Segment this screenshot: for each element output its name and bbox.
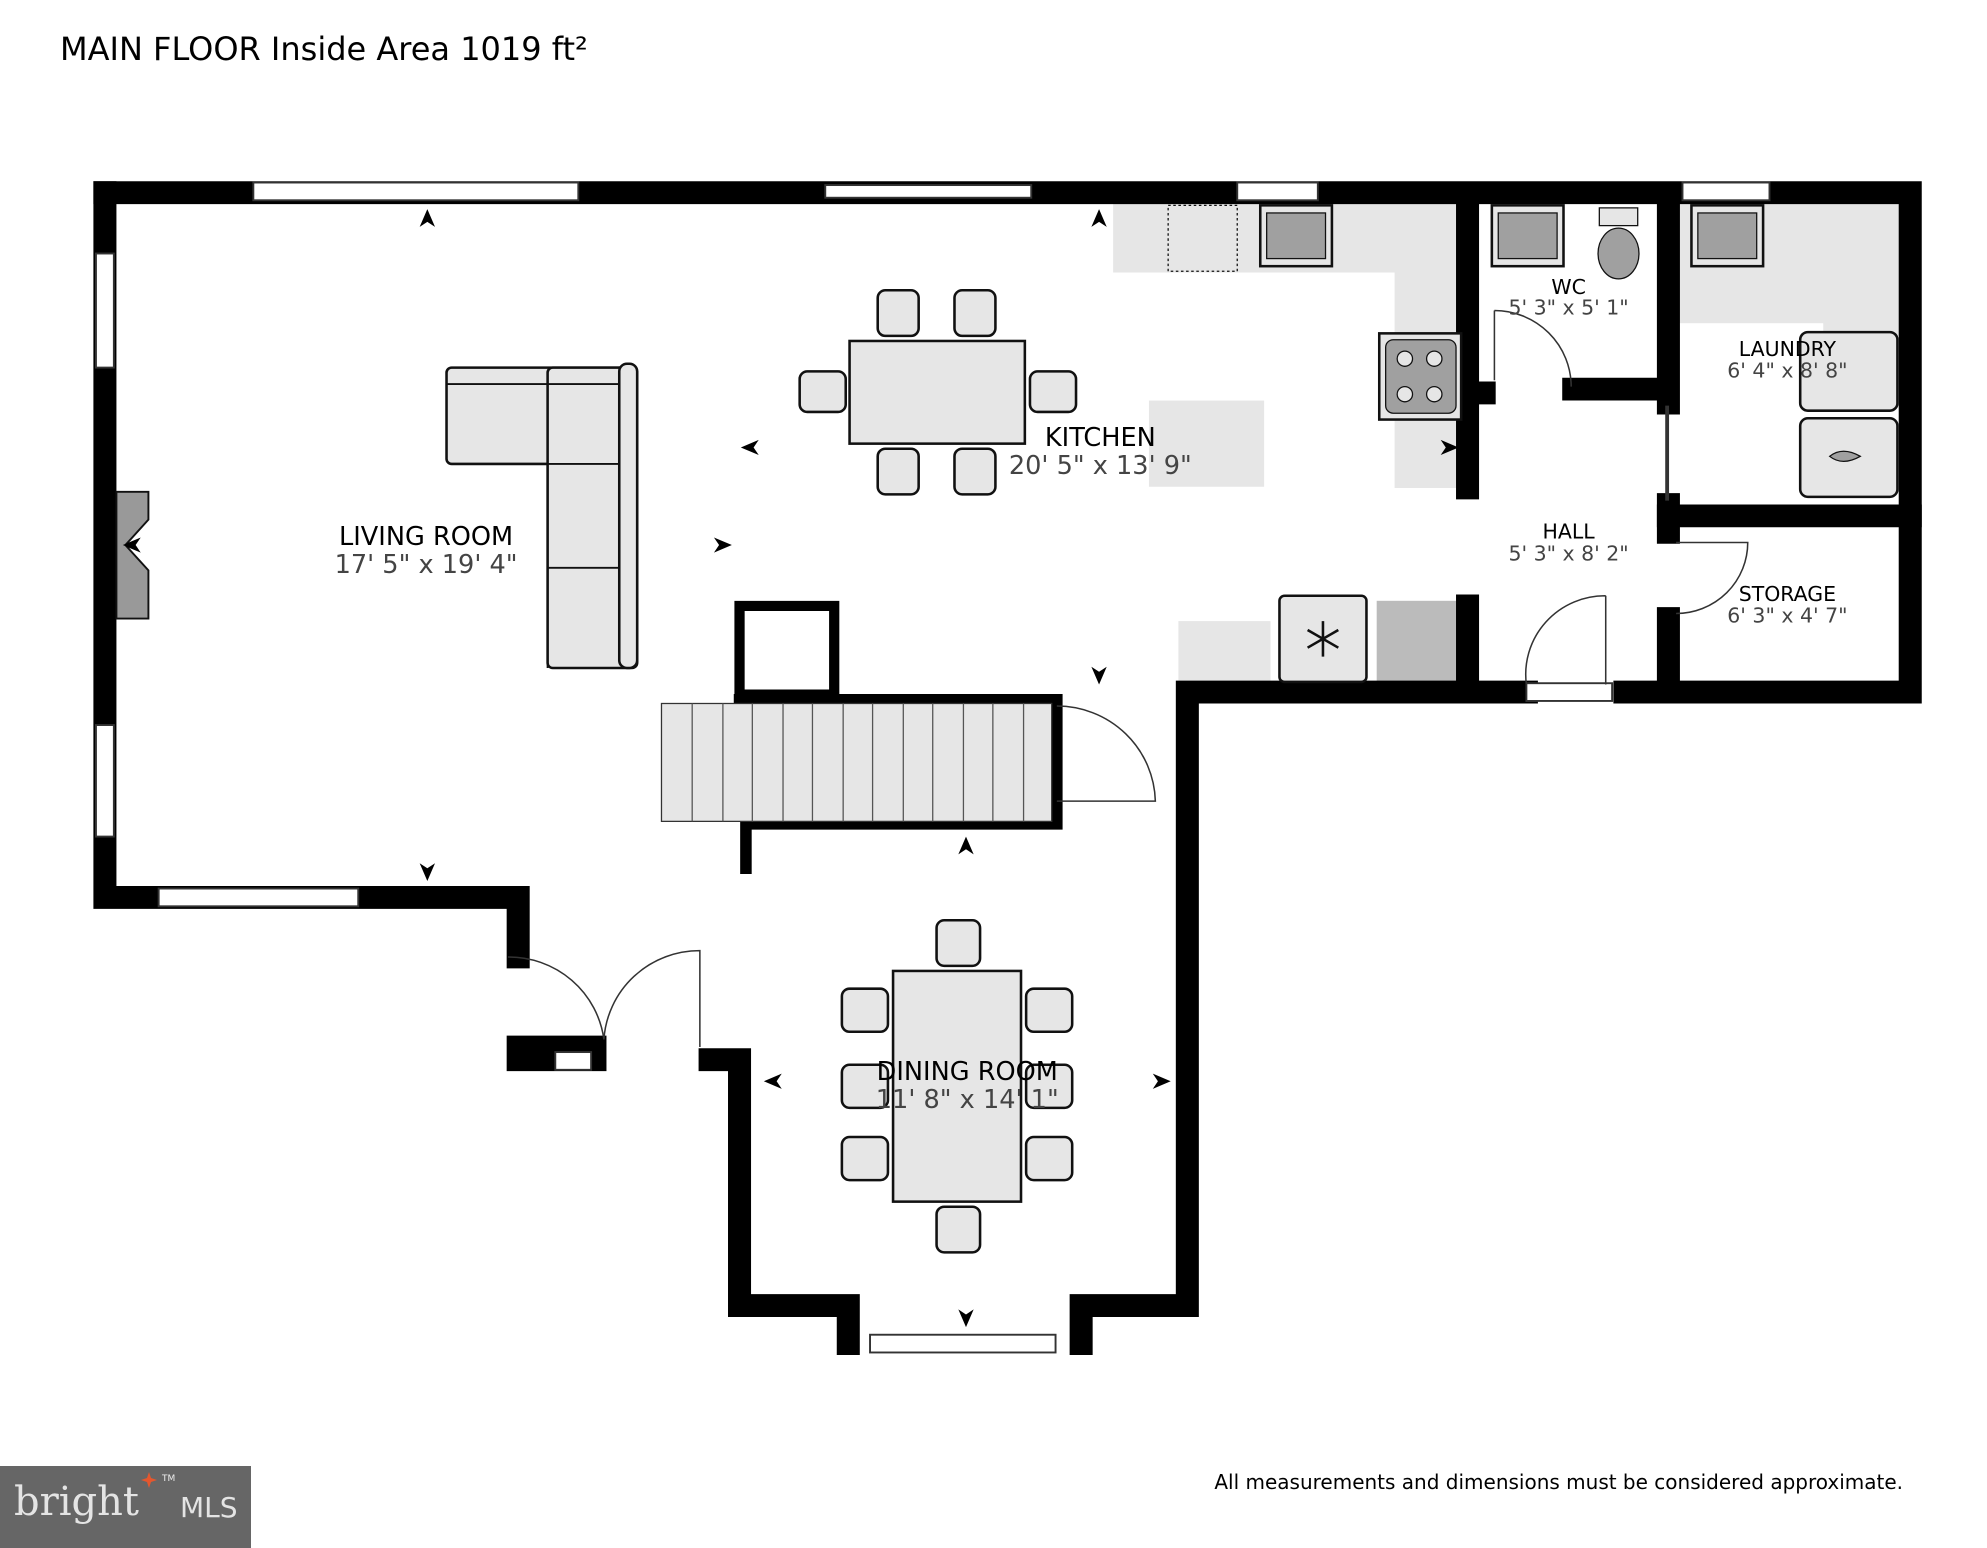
svg-text:LIVING ROOM: LIVING ROOM [339,522,513,552]
doors [507,309,1749,1047]
svg-text:KITCHEN: KITCHEN [1045,423,1156,453]
appliances [1167,204,1899,684]
view-arrows [122,209,1459,1328]
disclaimer: All measurements and dimensions must be … [1214,1470,1903,1494]
floor-title: MAIN FLOOR Inside Area 1019 ft² [60,30,588,68]
svg-text:HALL: HALL [1543,520,1596,544]
room-label-wc: WC5' 3" x 5' 1" [1509,275,1629,319]
svg-text:17' 5" x 19' 4": 17' 5" x 19' 4" [335,550,518,580]
dining-table [840,918,1074,1254]
logo-star-icon [141,1472,157,1488]
bright-mls-logo: bright TM MLS [0,1466,251,1548]
svg-text:5' 3" x 5' 1": 5' 3" x 5' 1" [1509,295,1629,319]
windows [94,181,1771,1354]
logo-trademark: TM [162,1474,176,1484]
svg-text:STORAGE: STORAGE [1739,582,1836,606]
logo-suffix: MLS [180,1491,238,1524]
svg-text:WC: WC [1551,275,1586,299]
svg-text:6' 3" x 4' 7": 6' 3" x 4' 7" [1727,603,1847,627]
logo-brand: bright [14,1479,139,1525]
kitchen-table [798,289,1078,496]
svg-text:LAUNDRY: LAUNDRY [1739,337,1837,361]
svg-text:DINING ROOM: DINING ROOM [877,1057,1058,1087]
snowflake-icon [1306,621,1339,657]
svg-text:11' 8" x 14' 1": 11' 8" x 14' 1" [876,1085,1059,1115]
svg-text:5' 3" x 8' 2": 5' 3" x 8' 2" [1509,541,1629,565]
staircase [660,702,1053,823]
svg-text:20' 5" x 13' 9": 20' 5" x 13' 9" [1009,451,1192,481]
fireplace [115,490,150,620]
svg-text:6' 4" x 8' 8": 6' 4" x 8' 8" [1727,359,1847,383]
sectional-sofa [445,362,639,670]
